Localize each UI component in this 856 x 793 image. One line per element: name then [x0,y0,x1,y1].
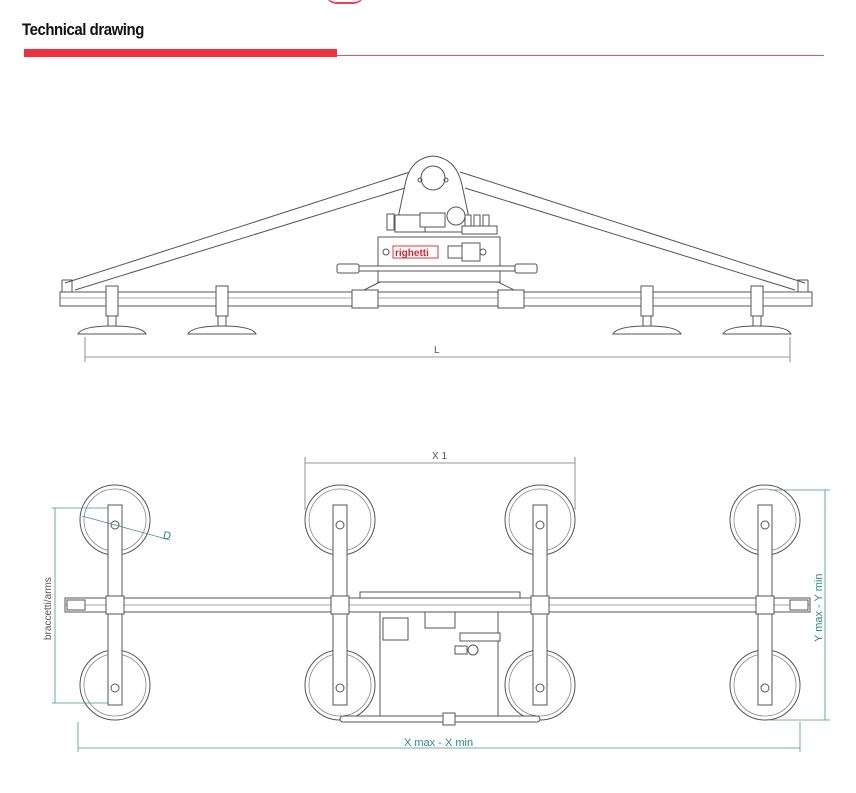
dimension-label-x-range: X max - X min [404,737,473,749]
main-beam-top [64,597,811,613]
suction-cups-side [77,285,792,335]
valve-group [386,206,498,235]
dimension-label-y-range: Y max - Y min [813,574,825,642]
length-dimension: L [84,337,791,362]
suction-cup-side-3 [612,285,682,335]
side-view: righetti [59,155,813,362]
suction-cup-side-1 [77,285,147,335]
page-title: Technical drawing [22,20,144,39]
arm-3 [530,504,550,706]
arms-dimension: braccetti/arms [43,507,108,704]
title-underline-rule [337,55,824,56]
arm-4 [755,504,775,706]
title-underline-accent [24,49,337,57]
suction-cup-side-2 [187,285,257,335]
dimension-label-d: D [163,530,171,542]
top-view: X 1 D braccetti/arms X max - X min Y max… [43,451,830,752]
x1-dimension: X 1 [304,451,576,510]
diameter-dimension: D [81,515,171,542]
dimension-label-x1: X 1 [432,451,447,462]
main-beam [59,289,813,309]
y-range-dimension: Y max - Y min [770,489,830,721]
dimension-label-l: L [434,345,440,356]
brand-logo: righetti [395,248,429,259]
suction-cup-side-4 [722,285,792,335]
dimension-label-arms: braccetti/arms [43,577,54,640]
arm-1 [105,504,125,706]
control-box: righetti [377,236,501,283]
triangle-frame [61,171,809,293]
header-decoration [325,0,365,4]
x-range-dimension: X max - X min [77,722,801,752]
arm-2 [330,504,350,706]
arms [105,504,775,706]
